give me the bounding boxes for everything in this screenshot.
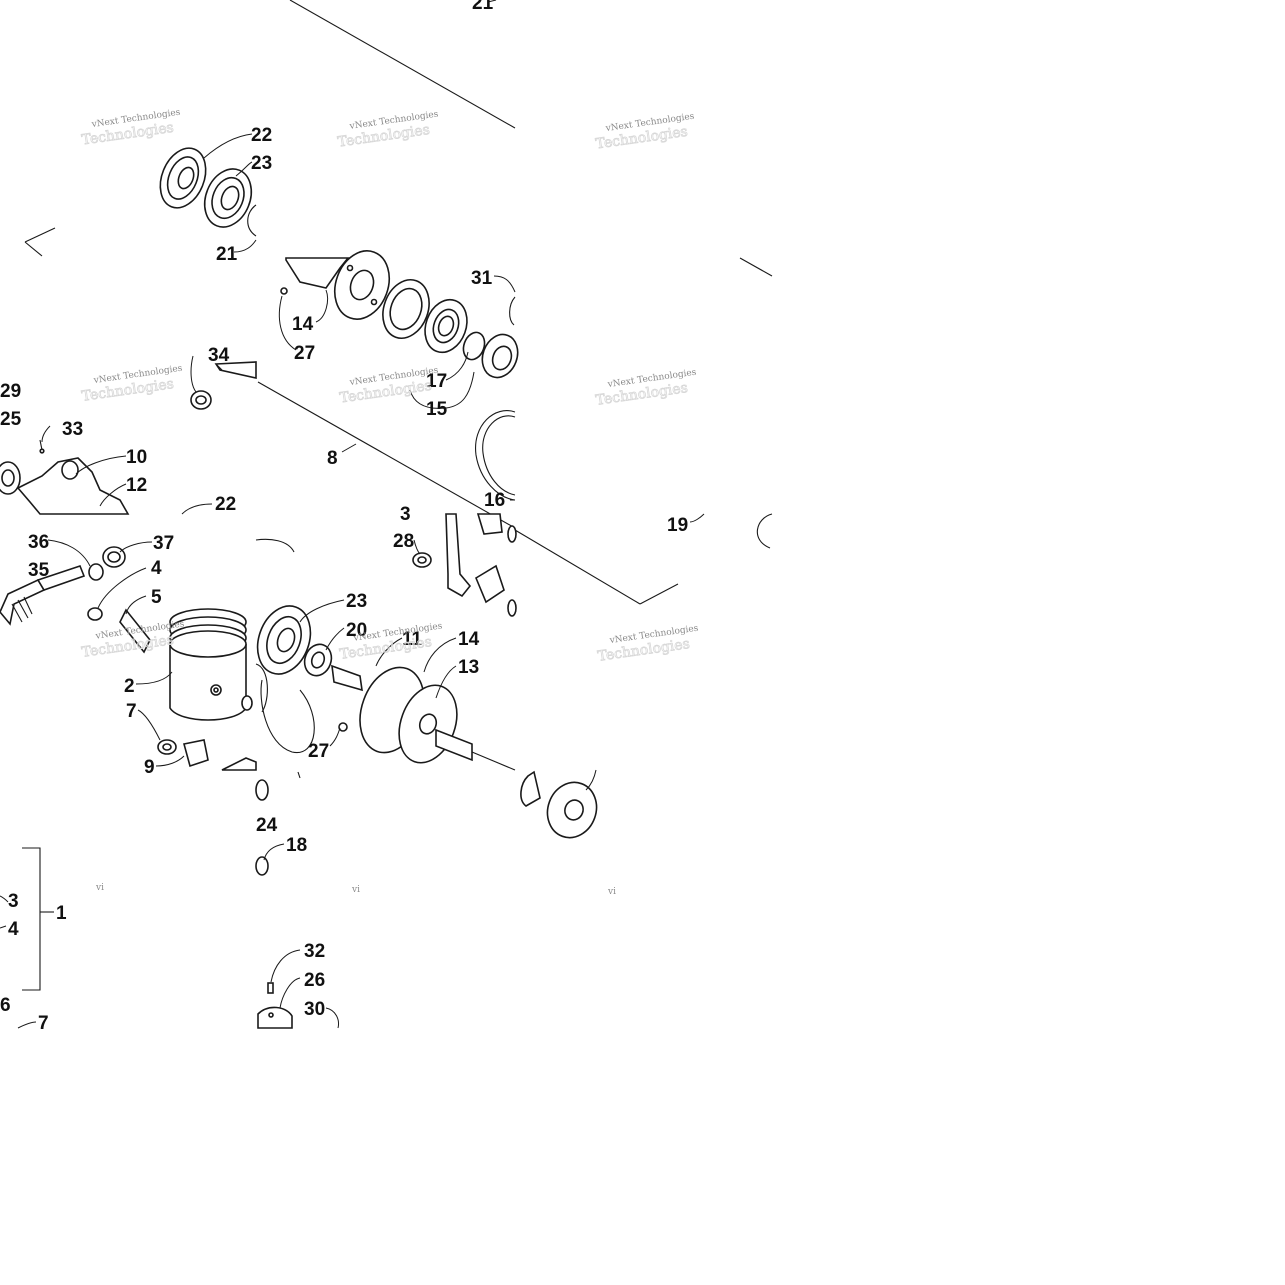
callout-19: 19 <box>667 515 688 536</box>
callout-17: 17 <box>426 371 447 392</box>
svg-text:vi: vi <box>95 883 104 893</box>
leader-lines <box>0 0 705 1029</box>
upper-bearing-group <box>159 147 257 237</box>
callout-7-middle: 7 <box>126 701 137 722</box>
callout-21-top: 21 <box>472 0 494 14</box>
callout-13: 13 <box>458 657 479 678</box>
callout-22: 22 <box>215 494 236 515</box>
ring-19 <box>756 513 773 549</box>
svg-text:vi: vi <box>351 885 360 895</box>
callout-10: 10 <box>126 447 147 468</box>
callout-20: 20 <box>346 620 367 641</box>
callout-26: 26 <box>304 970 325 991</box>
callout-14-upper: 14 <box>292 314 314 335</box>
callout-27: 27 <box>308 741 329 762</box>
callout-6: 6 <box>0 995 11 1016</box>
callout-2: 2 <box>124 676 135 697</box>
left-crank-group <box>0 439 130 515</box>
callout-4: 4 <box>151 558 162 579</box>
pump-group <box>257 982 293 1029</box>
callout-27-upper: 27 <box>294 343 315 364</box>
callout-36: 36 <box>28 532 49 553</box>
crank-bearing-stack <box>280 250 519 379</box>
callout-5: 5 <box>151 587 162 608</box>
callout-37: 37 <box>153 533 174 554</box>
callout-34: 34 <box>208 345 230 366</box>
callout-33: 33 <box>62 419 83 440</box>
callout-23-upper: 23 <box>251 153 272 174</box>
callout-31: 31 <box>471 268 493 289</box>
callout-15: 15 <box>426 399 448 420</box>
callout-16: 16 <box>484 490 505 511</box>
ring-set <box>255 663 315 876</box>
callout-4-kit: 4 <box>8 919 19 940</box>
callout-8: 8 <box>327 448 338 469</box>
callout-11: 11 <box>402 629 423 650</box>
callout-3: 3 <box>8 891 19 912</box>
shaft-34 <box>190 361 257 410</box>
callout-3-partial: 3 <box>400 504 411 525</box>
callout-labels: 21 22 23 21 31 14 27 34 17 15 29 25 33 8… <box>0 0 688 1034</box>
callout-35: 35 <box>28 560 50 581</box>
callout-23: 23 <box>346 591 367 612</box>
callout-12: 12 <box>126 475 147 496</box>
callout-9: 9 <box>144 757 155 778</box>
callout-29: 29 <box>0 381 21 402</box>
crankshaft-group <box>256 513 598 839</box>
callout-14: 14 <box>458 629 480 650</box>
callout-1: 1 <box>56 903 67 924</box>
ring-16 <box>475 410 516 501</box>
callout-28: 28 <box>393 531 414 552</box>
callout-24: 24 <box>256 815 278 836</box>
watermarks: Technologies vNext Technologies Technolo… <box>80 108 699 897</box>
callout-22-upper: 22 <box>251 125 272 146</box>
callout-32: 32 <box>304 941 325 962</box>
callout-7: 7 <box>38 1013 49 1034</box>
piston-group <box>0 538 295 771</box>
callout-30: 30 <box>304 999 325 1020</box>
callout-25: 25 <box>0 409 22 430</box>
callout-21: 21 <box>216 244 238 265</box>
assembly-outline <box>22 0 773 991</box>
svg-text:vi: vi <box>607 887 616 897</box>
callout-18: 18 <box>286 835 307 856</box>
